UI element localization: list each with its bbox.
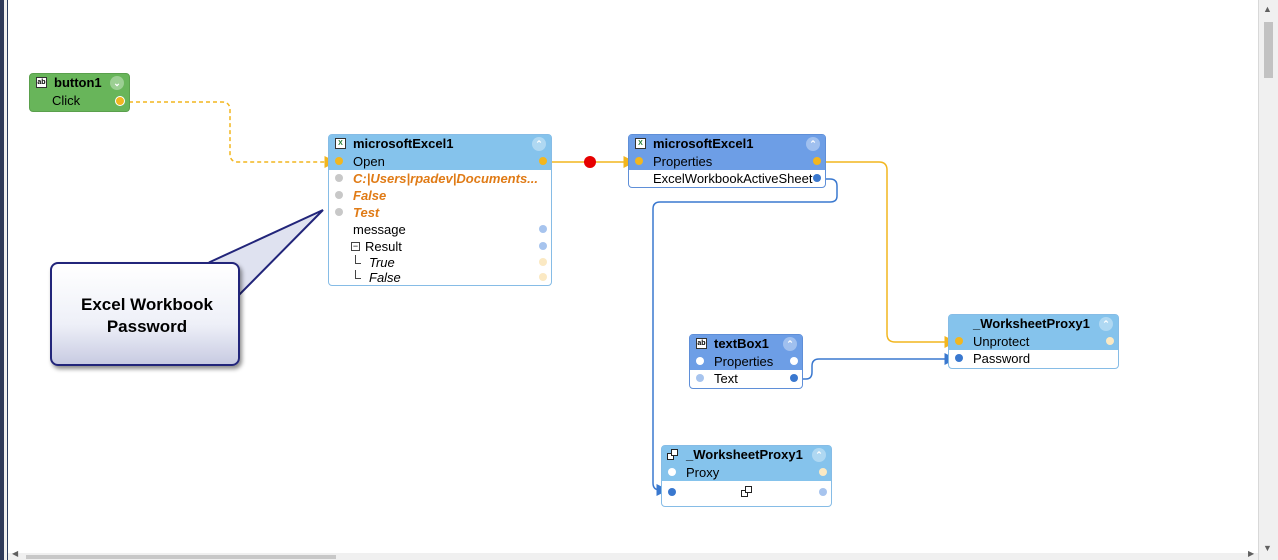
node-textbox1-title: textBox1 <box>714 336 769 351</box>
param-readonly[interactable]: False <box>353 188 387 203</box>
node-excel-properties-title: microsoftExcel1 <box>653 136 754 151</box>
excel-icon: X <box>335 138 346 149</box>
wire-activesheet-to-proxy <box>652 178 838 496</box>
excel-icon: X <box>635 138 646 149</box>
open-in-port[interactable] <box>335 157 343 165</box>
proxy-object-out-port[interactable] <box>819 488 827 496</box>
collapse-icon[interactable]: ⌃ <box>806 137 820 151</box>
proxy-label: Proxy <box>686 465 720 480</box>
param-port[interactable] <box>335 208 343 216</box>
scroll-up-icon[interactable]: ▲ <box>1263 4 1272 14</box>
properties-in-port[interactable] <box>696 357 704 365</box>
param-path[interactable]: C:|Users|rpadev|Documents... <box>353 171 539 186</box>
properties-out-port[interactable] <box>813 157 821 165</box>
vertical-scroll-thumb[interactable] <box>1264 22 1273 78</box>
scroll-left-icon[interactable]: ◀ <box>12 549 19 558</box>
method-open-label: Open <box>353 154 385 169</box>
node-excel-properties[interactable]: X microsoftExcel1 ⌃ Properties ExcelWork… <box>628 134 826 188</box>
collapse-icon[interactable]: ⌃ <box>812 448 826 462</box>
breakpoint-dot <box>584 156 596 168</box>
node-excel-open[interactable]: X microsoftExcel1 ⌃ Open C:|Users|rpadev… <box>328 134 552 286</box>
text-in-port[interactable] <box>696 374 704 382</box>
result-true-port[interactable] <box>539 258 547 266</box>
event-click-label: Click <box>52 93 81 108</box>
message-label: message <box>353 222 406 237</box>
proxy-out-port[interactable] <box>819 468 827 476</box>
properties-out-port[interactable] <box>790 357 798 365</box>
password-label: Password <box>973 351 1031 366</box>
scroll-down-icon[interactable]: ▼ <box>1263 543 1272 553</box>
horizontal-scrollbar[interactable]: ◀ ▶ <box>8 549 1258 560</box>
node-excel-open-title: microsoftExcel1 <box>353 136 454 151</box>
event-click-port[interactable] <box>115 96 125 106</box>
vertical-scrollbar[interactable]: ▲ ▼ <box>1258 0 1278 560</box>
textbox-icon: ab <box>696 338 707 349</box>
callout-line1: Excel Workbook <box>81 295 213 314</box>
properties-label: Properties <box>714 354 774 369</box>
tree-line <box>355 255 361 264</box>
properties-in-port[interactable] <box>635 157 643 165</box>
button-icon: ab <box>36 77 47 88</box>
tree-line <box>355 270 361 279</box>
result-true-label: True <box>369 255 395 270</box>
callout-line2: Password <box>106 317 188 336</box>
collapse-minus-icon[interactable]: − <box>351 241 360 251</box>
password-in-port[interactable] <box>955 354 963 362</box>
text-out-port[interactable] <box>790 374 798 382</box>
scroll-right-icon[interactable]: ▶ <box>1248 549 1255 558</box>
result-false-label: False <box>369 270 401 285</box>
node-worksheetproxy-unprotect[interactable]: _WorksheetProxy1 ⌃ Unprotect Password <box>948 314 1119 369</box>
proxy-object-in-port[interactable] <box>668 488 676 496</box>
open-out-port[interactable] <box>539 157 547 165</box>
horizontal-scroll-thumb[interactable] <box>26 555 336 559</box>
proxy-object-icon <box>741 486 753 498</box>
node-button1[interactable]: ab button1 ⌄ Click <box>29 73 130 112</box>
unprotect-out-port[interactable] <box>1106 337 1114 345</box>
collapse-icon[interactable]: ⌃ <box>532 137 546 151</box>
proxy-in-port[interactable] <box>668 468 676 476</box>
node-worksheetproxy-main[interactable]: _WorksheetProxy1 ⌃ Proxy <box>661 445 832 507</box>
wire-properties-to-unprotect <box>818 161 957 348</box>
wire-text-to-password <box>795 353 957 380</box>
activesheet-label: ExcelWorkbookActiveSheet <box>653 171 813 186</box>
node-button1-title: button1 <box>54 75 102 90</box>
annotation-callout: Excel Workbook Password <box>50 262 240 366</box>
node-worksheetproxy-unprotect-title: _WorksheetProxy1 <box>973 316 1090 331</box>
result-port[interactable] <box>539 242 547 250</box>
unprotect-label: Unprotect <box>973 334 1030 349</box>
message-port[interactable] <box>539 225 547 233</box>
result-label: Result <box>365 239 402 254</box>
properties-label: Properties <box>653 154 713 169</box>
collapse-icon[interactable]: ⌃ <box>1099 317 1113 331</box>
wire-click-to-open <box>122 101 337 168</box>
param-password[interactable]: Test <box>353 205 380 220</box>
collapse-icon[interactable]: ⌄ <box>110 76 124 90</box>
unprotect-in-port[interactable] <box>955 337 963 345</box>
text-label: Text <box>714 371 738 386</box>
param-port[interactable] <box>335 191 343 199</box>
proxy-icon <box>667 449 679 461</box>
left-panel-border <box>0 0 8 560</box>
node-worksheetproxy-main-title: _WorksheetProxy1 <box>686 447 803 462</box>
result-false-port[interactable] <box>539 273 547 281</box>
param-port[interactable] <box>335 174 343 182</box>
activesheet-port[interactable] <box>813 174 821 182</box>
node-textbox1[interactable]: ab textBox1 ⌃ Properties Text <box>689 334 803 389</box>
collapse-icon[interactable]: ⌃ <box>783 337 797 351</box>
